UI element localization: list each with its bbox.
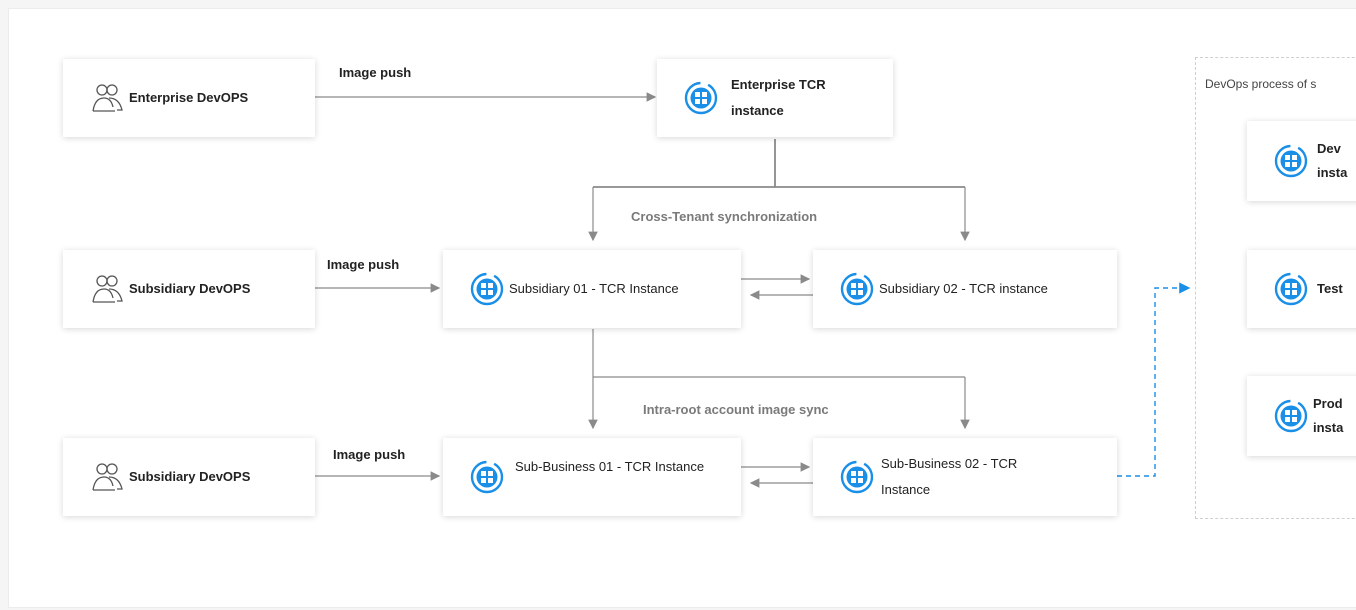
tcr-instance-icon [470, 272, 504, 306]
subsidiary-01-tcr-node[interactable]: Subsidiary 01 - TCR Instance [443, 250, 741, 328]
group-node-dev[interactable]: Dev insta [1247, 121, 1356, 201]
user-group-icon [92, 463, 123, 491]
edge-label-image-push: Image push [333, 447, 406, 462]
edge-label-image-push: Image push [339, 65, 412, 80]
group-node-test[interactable]: Test [1247, 250, 1356, 328]
subsidiary-devops-node[interactable]: Subsidiary DevOPS [63, 250, 315, 328]
enterprise-devops-node[interactable]: Enterprise DevOPS [63, 59, 315, 137]
node-label: Sub-Business 01 - TCR Instance [515, 459, 705, 474]
sub-business-01-tcr-node[interactable]: Sub-Business 01 - TCR Instance [443, 438, 741, 516]
subsidiary-devops-node[interactable]: Subsidiary DevOPS [63, 438, 315, 516]
node-label: Subsidiary 02 - TCR instance [879, 281, 1048, 296]
enterprise-tcr-node[interactable]: Enterprise TCR instance [657, 59, 893, 137]
node-label: Enterprise TCR instance [731, 77, 826, 118]
tcr-instance-icon [1274, 144, 1308, 178]
tcr-instance-icon [1274, 272, 1308, 306]
tcr-instance-icon [470, 460, 504, 494]
node-label: Dev insta [1317, 141, 1348, 180]
node-label: Sub-Business 02 - TCR Instance [881, 456, 1018, 497]
devops-process-group [1195, 57, 1356, 519]
sub-business-02-tcr-node[interactable]: Sub-Business 02 - TCR Instance [813, 438, 1117, 516]
node-label: Prod insta [1313, 396, 1344, 435]
group-label: DevOps process of s [1205, 77, 1317, 91]
node-label: Subsidiary 01 - TCR Instance [509, 281, 679, 296]
node-label: Subsidiary DevOPS [129, 469, 251, 484]
cross-tenant-sync-label: Cross-Tenant synchronization [631, 209, 818, 224]
tcr-instance-icon [1274, 399, 1308, 433]
user-group-icon [92, 84, 123, 112]
edge-label-image-push: Image push [327, 257, 400, 272]
node-label: Subsidiary DevOPS [129, 281, 251, 296]
tcr-instance-icon [840, 460, 874, 494]
intra-root-sync-label: Intra-root account image sync [643, 402, 829, 417]
connector-lines [315, 92, 1191, 488]
user-group-icon [92, 275, 123, 303]
diagram-canvas: Image push Image push Image push Cross-T… [8, 8, 1356, 608]
node-label: Test [1317, 281, 1343, 296]
node-label: Enterprise DevOPS [129, 90, 249, 105]
subsidiary-02-tcr-node[interactable]: Subsidiary 02 - TCR instance [813, 250, 1117, 328]
tcr-instance-icon [684, 81, 718, 115]
tcr-instance-icon [840, 272, 874, 306]
group-node-prod[interactable]: Prod insta [1247, 376, 1356, 456]
